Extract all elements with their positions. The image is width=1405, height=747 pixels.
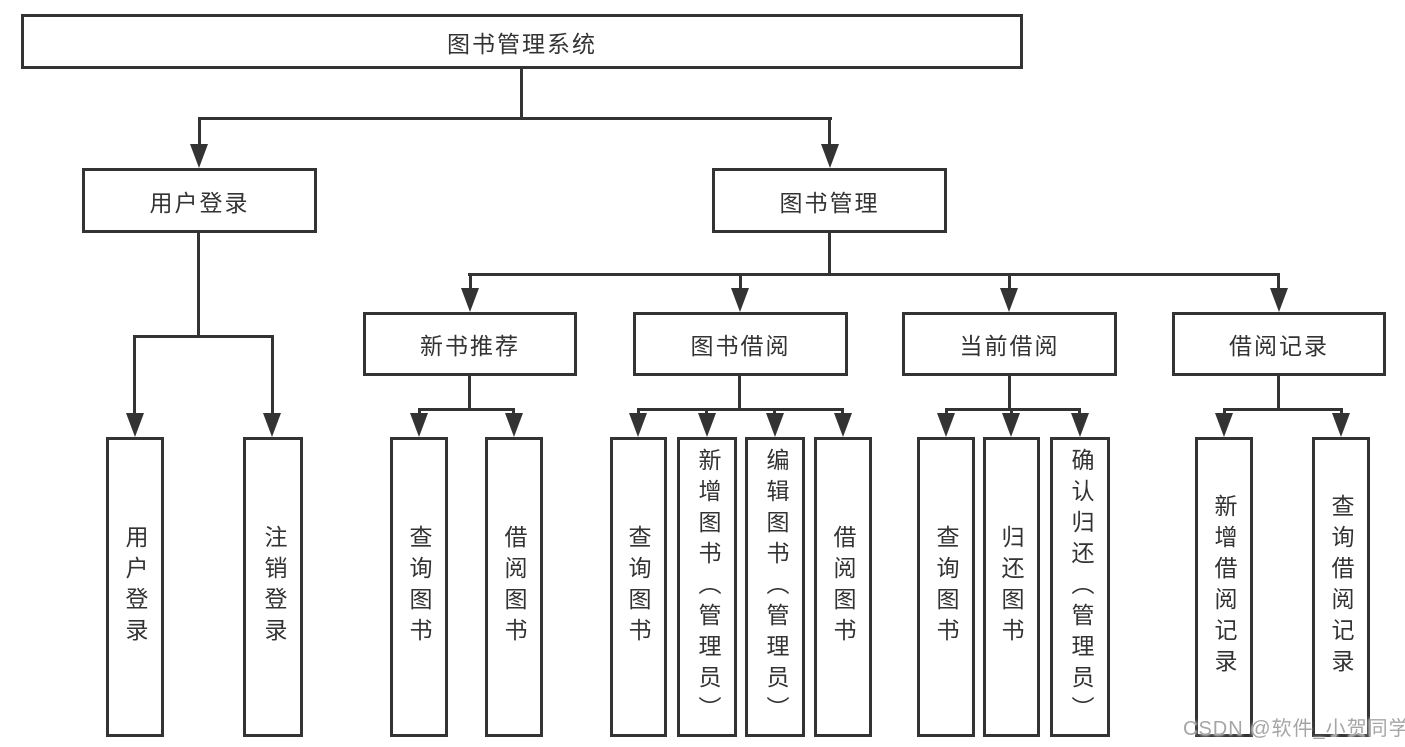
- leaf-logout: 注销登录: [243, 437, 303, 737]
- node-book-borrow: 图书借阅: [633, 312, 848, 376]
- arrowhead-down-icon: [1002, 413, 1020, 437]
- leaf-add-borrow-record: 新增借阅记录: [1195, 437, 1253, 737]
- connector-current-drop-2: [1010, 408, 1013, 416]
- connector-login-stem: [197, 233, 200, 335]
- arrowhead-down-icon: [731, 288, 749, 312]
- arrowhead-down-icon: [937, 413, 955, 437]
- leaf-confirm-return-admin: 确认归还（管理员）: [1050, 437, 1110, 737]
- connector-mgmt-drop-3: [1008, 273, 1011, 290]
- arrowhead-down-icon: [505, 413, 523, 437]
- connector-borrow-rail: [637, 408, 844, 411]
- connector-recommend-drop-1: [418, 408, 421, 416]
- connector-borrow-stem: [738, 376, 741, 408]
- leaf-borrow-books-borrow: 借阅图书: [814, 437, 872, 737]
- leaf-query-books-borrow: 查询图书: [610, 437, 667, 737]
- arrowhead-down-icon: [1332, 413, 1350, 437]
- leaf-borrow-books-recommend: 借阅图书: [485, 437, 543, 737]
- leaf-query-books-current: 查询图书: [917, 437, 975, 737]
- leaf-return-book: 归还图书: [983, 437, 1040, 737]
- node-user-login: 用户登录: [82, 168, 317, 233]
- connector-login-rail: [133, 335, 274, 338]
- connector-records-stem: [1277, 376, 1280, 408]
- connector-root-stem: [520, 69, 523, 117]
- leaf-user-login: 用户登录: [106, 437, 164, 737]
- arrowhead-down-icon: [698, 413, 716, 437]
- connector-mgmt-stem: [828, 233, 831, 273]
- connector-borrow-drop-2: [705, 408, 708, 416]
- watermark-text: CSDN @软件_小贺同学: [1183, 718, 1405, 740]
- connector-borrow-drop-1: [637, 408, 640, 416]
- connector-root-drop-left: [198, 117, 201, 146]
- connector-records-drop-2: [1340, 408, 1343, 416]
- leaf-edit-book-admin: 编辑图书（管理员）: [745, 437, 805, 737]
- connector-borrow-drop-3: [773, 408, 776, 416]
- connector-mgmt-rail: [468, 273, 1280, 276]
- node-borrow-records: 借阅记录: [1172, 312, 1386, 376]
- connector-records-drop-1: [1223, 408, 1226, 416]
- leaf-add-book-admin: 新增图书（管理员）: [677, 437, 737, 737]
- connector-mgmt-drop-1: [469, 273, 472, 290]
- node-new-book-recommend: 新书推荐: [363, 312, 577, 376]
- connector-login-drop-2: [271, 335, 274, 415]
- arrowhead-down-icon: [834, 413, 852, 437]
- arrowhead-down-icon: [126, 413, 144, 437]
- connector-records-rail: [1223, 408, 1342, 411]
- arrowhead-down-icon: [410, 413, 428, 437]
- connector-recommend-drop-2: [512, 408, 515, 416]
- connector-login-drop-1: [133, 335, 136, 415]
- connector-mgmt-drop-4: [1277, 273, 1280, 290]
- connector-current-drop-3: [1078, 408, 1081, 416]
- connector-current-stem: [1008, 376, 1011, 408]
- arrowhead-down-icon: [1000, 288, 1018, 312]
- connector-current-rail: [945, 408, 1081, 411]
- connector-borrow-drop-4: [841, 408, 844, 416]
- connector-root-drop-right: [828, 117, 831, 146]
- connector-recommend-rail: [418, 408, 515, 411]
- leaf-query-borrow-record: 查询借阅记录: [1312, 437, 1370, 737]
- connector-recommend-stem: [468, 376, 471, 408]
- leaf-query-books-recommend: 查询图书: [390, 437, 448, 737]
- node-book-management: 图书管理: [712, 168, 947, 233]
- arrowhead-down-icon: [821, 144, 839, 168]
- arrowhead-down-icon: [1071, 413, 1089, 437]
- node-library-management-system: 图书管理系统: [21, 14, 1023, 69]
- arrowhead-down-icon: [629, 413, 647, 437]
- node-current-borrow: 当前借阅: [902, 312, 1117, 376]
- arrowhead-down-icon: [1270, 288, 1288, 312]
- connector-current-drop-1: [945, 408, 948, 416]
- connector-mgmt-drop-2: [739, 273, 742, 290]
- arrowhead-down-icon: [461, 288, 479, 312]
- arrowhead-down-icon: [190, 144, 208, 168]
- connector-root-rail: [198, 117, 832, 120]
- arrowhead-down-icon: [766, 413, 784, 437]
- arrowhead-down-icon: [1215, 413, 1233, 437]
- arrowhead-down-icon: [263, 413, 281, 437]
